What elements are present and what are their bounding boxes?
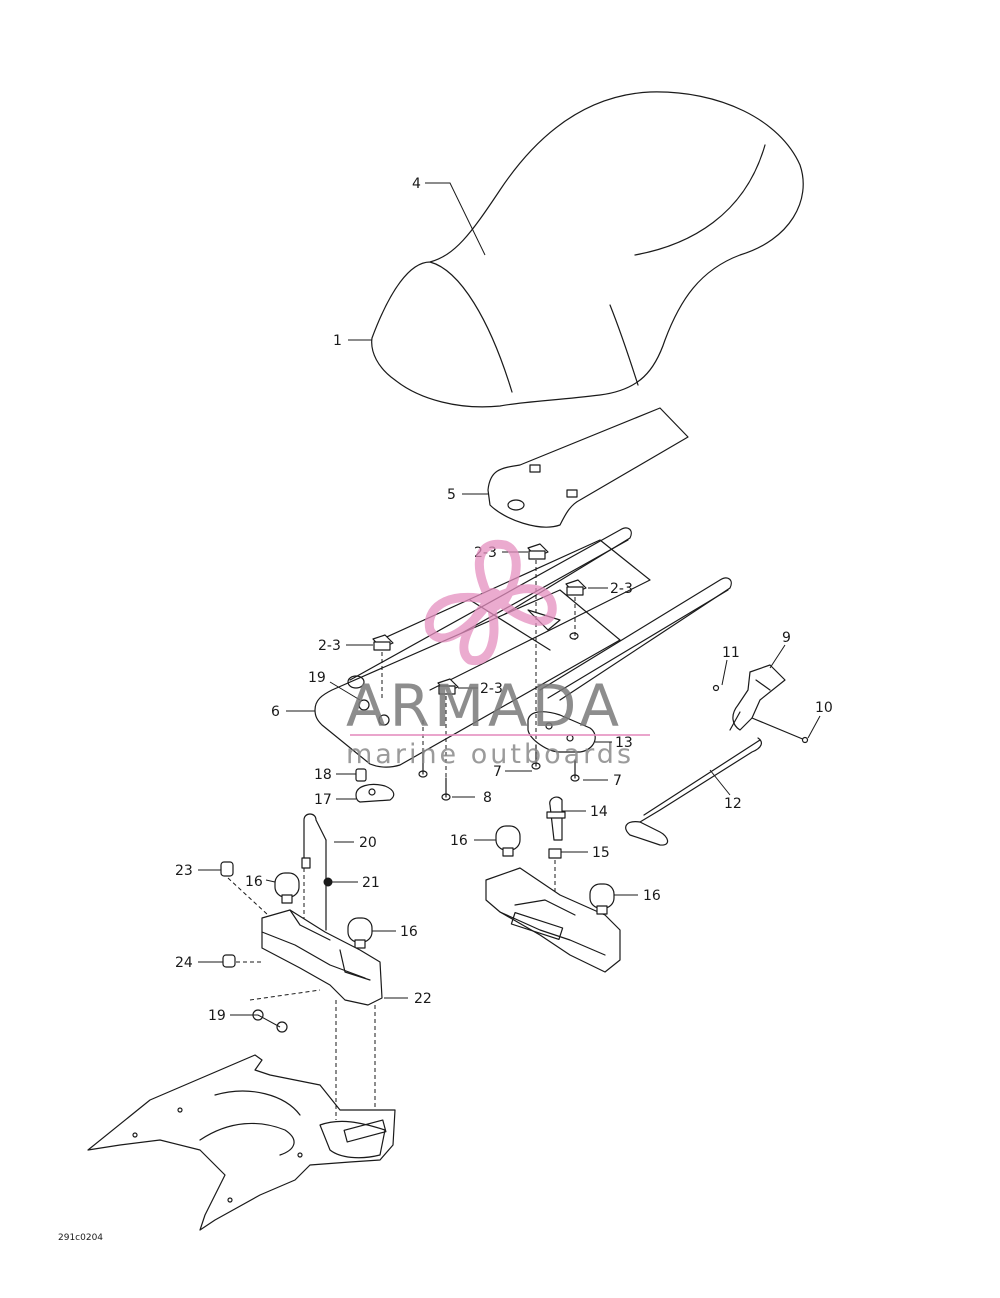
vehicle-chassis-frame — [87, 1054, 396, 1231]
watermark-tagline: marine outboards — [346, 739, 634, 770]
washer-part-21 — [323, 877, 333, 887]
seat-part-1 — [371, 91, 804, 408]
bumper-part-16-d — [347, 917, 373, 949]
bolt-part-7-b — [570, 759, 580, 782]
hinge-bracket-part-13 — [527, 711, 596, 753]
callout-1: 1 — [333, 333, 342, 349]
right-support-bracket — [485, 867, 621, 973]
bolt-part-23 — [220, 861, 269, 916]
callout-7-b: 7 — [613, 773, 622, 789]
callout-16-d: 16 — [400, 924, 418, 940]
watermark-brand: ARMADA — [346, 672, 623, 740]
seat-pan-part-5 — [487, 407, 689, 528]
bumper-part-16-c — [274, 872, 300, 904]
screw-part-11 — [712, 684, 720, 692]
nut-part-19-d — [276, 1021, 288, 1033]
grommet-part-2-3-a — [527, 543, 549, 560]
callout-19-b: 19 — [208, 1008, 226, 1024]
callout-2-3-c: 2-3 — [318, 638, 341, 654]
bolt-part-10 — [751, 717, 809, 744]
release-cable-part-12 — [625, 737, 762, 846]
callout-22: 22 — [414, 991, 432, 1007]
armada-watermark: ARMADA marine outboards — [346, 539, 650, 770]
clip-part-20 — [301, 857, 311, 869]
callout-16-b: 16 — [643, 888, 661, 904]
callout-23: 23 — [175, 863, 193, 879]
callout-11: 11 — [722, 645, 740, 661]
latch-part-9 — [729, 664, 786, 731]
callout-17: 17 — [314, 792, 332, 808]
clip-part-17 — [355, 783, 395, 803]
callout-5: 5 — [447, 487, 456, 503]
callout-8: 8 — [483, 790, 492, 806]
callout-6: 6 — [271, 704, 280, 720]
left-support-bracket-part-22 — [261, 909, 383, 1006]
bolt-part-7-a — [531, 744, 541, 770]
nut-part-24 — [222, 954, 264, 968]
bolt-part-8-b — [441, 777, 451, 801]
nut-part-19-a — [358, 699, 370, 711]
bumper-part-16-b — [589, 883, 615, 915]
figure-code: 291c0204 — [58, 1233, 103, 1243]
callout-2-3-b: 2-3 — [610, 581, 633, 597]
callout-16-a: 16 — [450, 833, 468, 849]
callout-15: 15 — [592, 845, 610, 861]
striker-pin-part-14 — [546, 796, 566, 841]
grommet-part-2-3-c — [372, 634, 394, 651]
callout-4: 4 — [412, 176, 421, 192]
callout-12: 12 — [724, 796, 742, 812]
callout-19-a: 19 — [308, 670, 326, 686]
grommet-part-2-3-d — [437, 678, 459, 695]
callout-7-a: 7 — [493, 764, 502, 780]
callout-9: 9 — [782, 630, 791, 646]
leader-lines — [198, 182, 821, 1028]
propeller-logo — [424, 539, 557, 666]
u-bolt-part-20 — [303, 813, 327, 931]
nut-part-19-b — [378, 714, 390, 726]
callout-13: 13 — [615, 735, 633, 751]
callout-2-3-d: 2-3 — [480, 681, 503, 697]
callout-20: 20 — [359, 835, 377, 851]
callout-18: 18 — [314, 767, 332, 783]
spacer-part-18 — [355, 768, 367, 782]
callout-16-c: 16 — [245, 874, 263, 890]
callout-21: 21 — [362, 875, 380, 891]
nut-part-15 — [548, 848, 562, 859]
callout-24: 24 — [175, 955, 193, 971]
bolt-part-8-a — [418, 749, 428, 778]
callout-10: 10 — [815, 700, 833, 716]
bumper-part-16-a — [495, 825, 521, 857]
callout-14: 14 — [590, 804, 608, 820]
grommet-part-2-3-b — [565, 579, 587, 596]
